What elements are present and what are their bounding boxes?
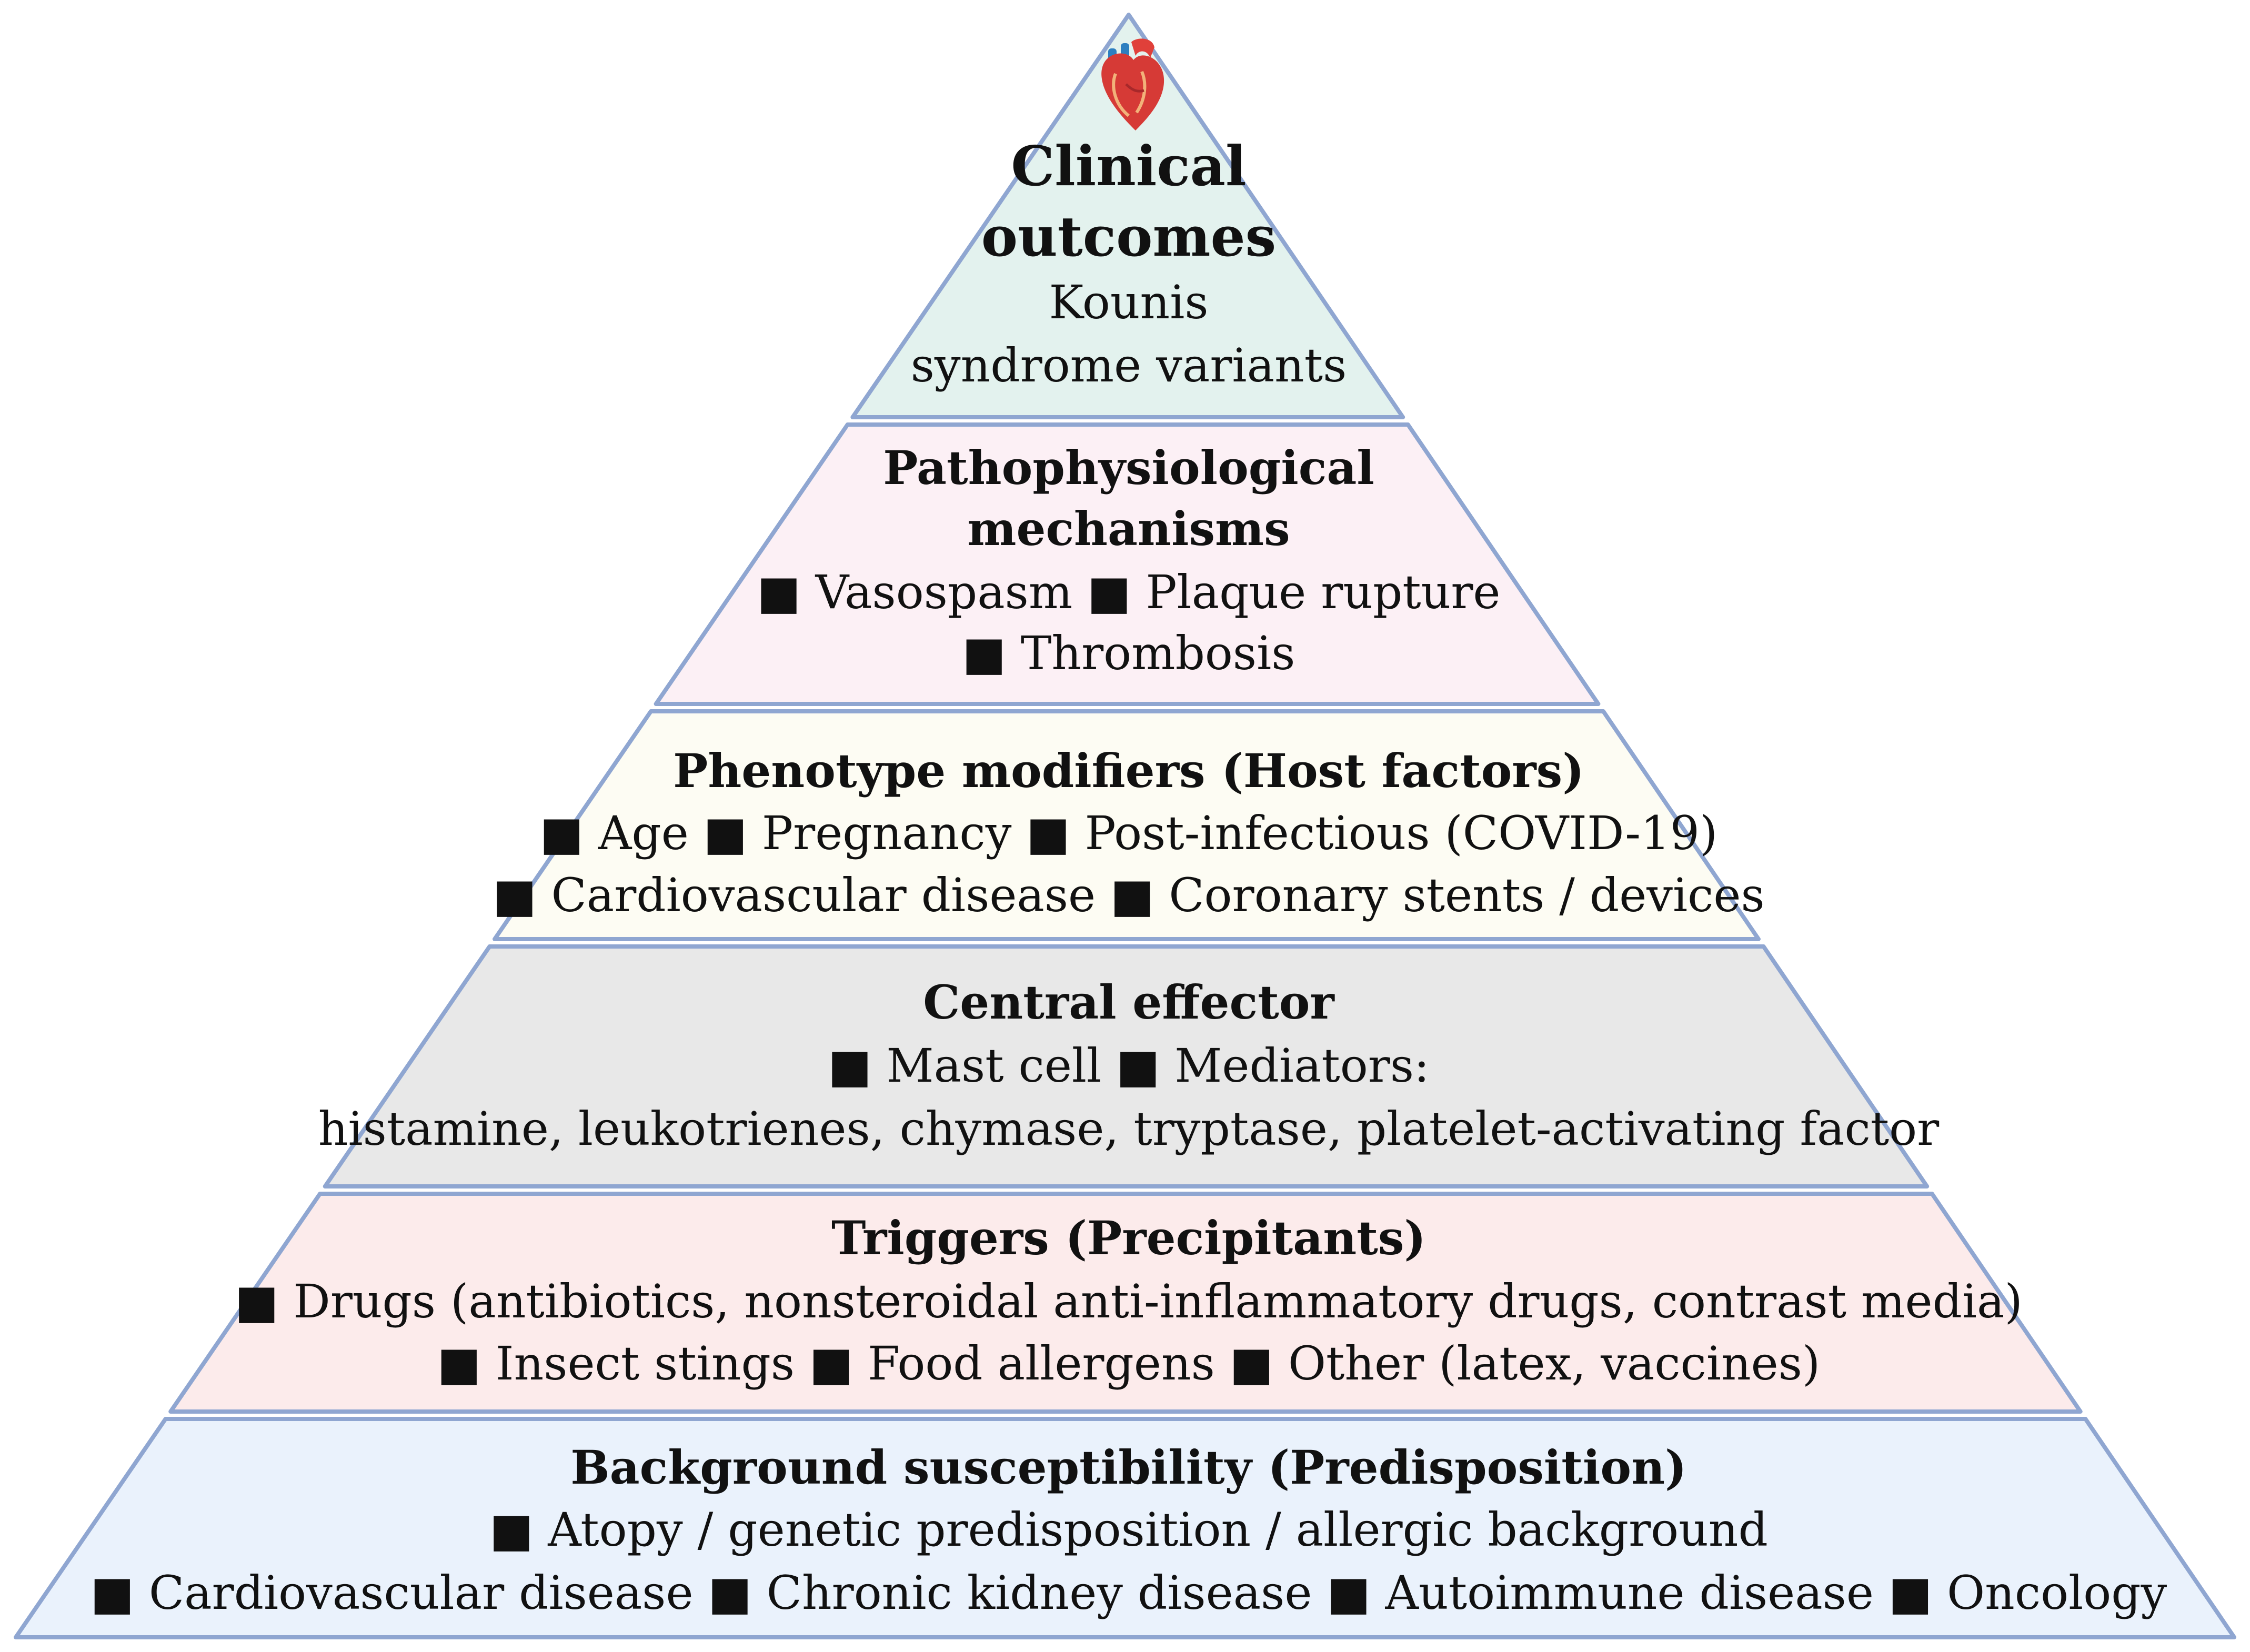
central-effector-body-line: ■ Mast cell ■ Mediators: [828, 1039, 1429, 1093]
layer-phenotype-modifiers [493, 709, 1761, 941]
layer-triggers [168, 1192, 2083, 1414]
pathophysiological-mechanisms-title-line: mechanisms [967, 501, 1290, 556]
triggers-body-line: ■ Drugs (antibiotics, nonsteroidal anti-… [235, 1274, 2023, 1328]
triggers-title-line: Triggers (Precipitants) [831, 1211, 1426, 1265]
background-susceptibility-body-line: ■ Cardiovascular disease ■ Chronic kidne… [91, 1566, 2167, 1620]
layer-central-effector [323, 944, 1930, 1188]
icon-group [1101, 38, 1164, 131]
clinical-outcomes-body-line: Kounis [1049, 275, 1208, 329]
triggers-body-line: ■ Insect stings ■ Food allergens ■ Other… [437, 1336, 1820, 1391]
central-effector-body-line: histamine, leukotrienes, chymase, trypta… [318, 1102, 1940, 1156]
layer-clinical-outcomes [850, 13, 1405, 419]
phenotype-modifiers-body-line: ■ Age ■ Pregnancy ■ Post-infectious (COV… [540, 806, 1718, 860]
layer-pathophysiological-mechanisms [654, 422, 1601, 706]
phenotype-modifiers-body-line: ■ Cardiovascular disease ■ Coronary sten… [493, 868, 1764, 922]
clinical-outcomes-title-line: Clinical [1011, 134, 1246, 198]
background-susceptibility-body-line: ■ Atopy / genetic predisposition / aller… [489, 1503, 1768, 1557]
clinical-outcomes-body-line: syndrome variants [911, 338, 1347, 392]
phenotype-modifiers-title-line: Phenotype modifiers (Host factors) [673, 743, 1584, 798]
background-susceptibility-title-line: Background susceptibility (Predispositio… [570, 1440, 1686, 1495]
heart-icon [1101, 38, 1164, 131]
pathophysiological-mechanisms-body-line: ■ Thrombosis [962, 626, 1295, 680]
clinical-outcomes-title-line: outcomes [981, 204, 1276, 269]
layer-background-susceptibility [14, 1417, 2236, 1639]
pathophysiological-mechanisms-title-line: Pathophysiological [883, 440, 1374, 495]
central-effector-title-line: Central effector [923, 975, 1335, 1030]
pyramid-layers [14, 13, 2236, 1639]
pathophysiological-mechanisms-body-line: ■ Vasospasm ■ Plaque rupture [757, 565, 1501, 619]
